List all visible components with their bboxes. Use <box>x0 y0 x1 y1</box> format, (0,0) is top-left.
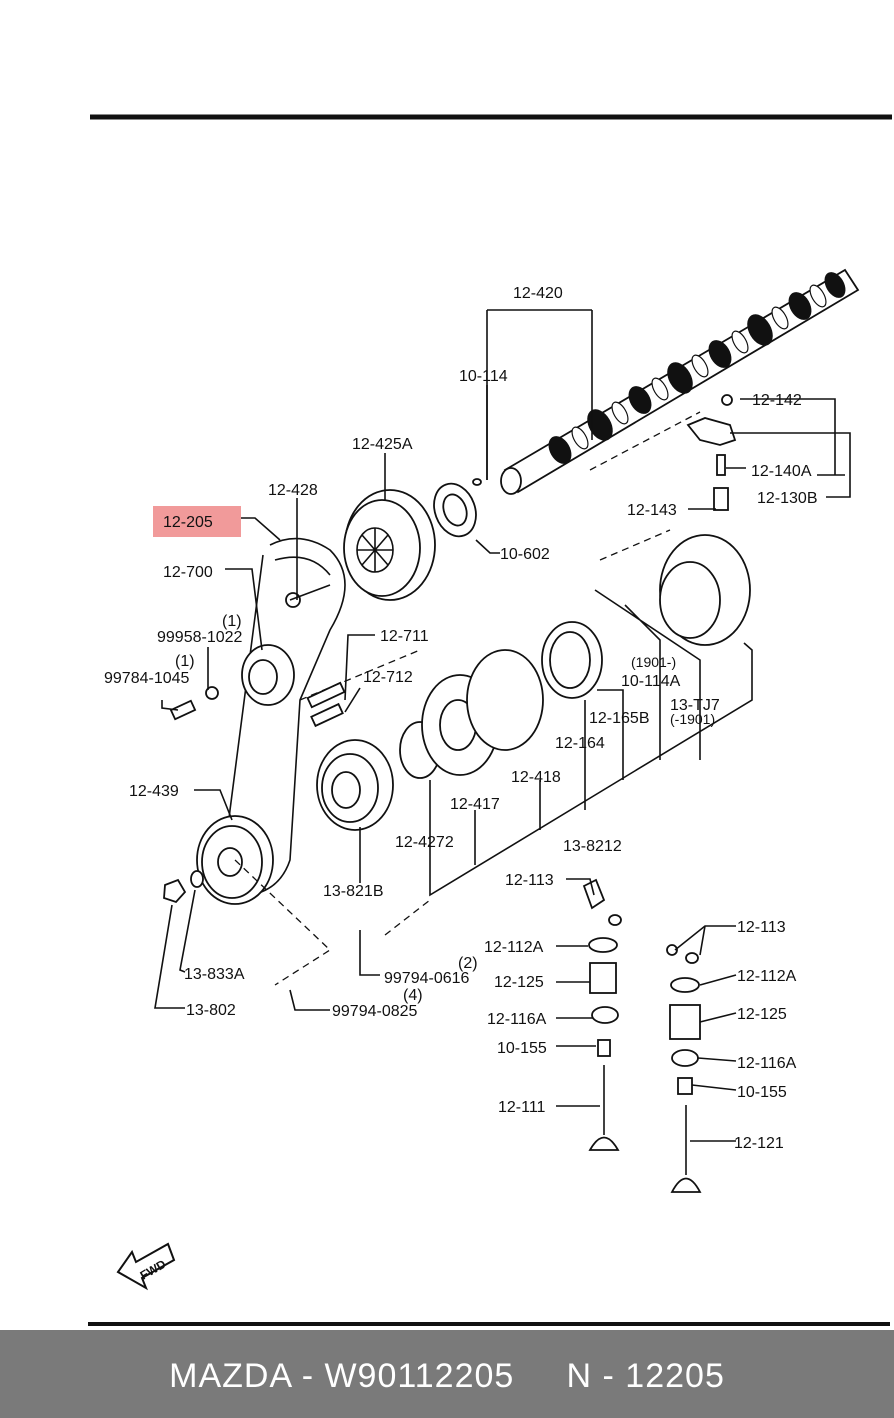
label-10-602: 10-602 <box>500 546 550 563</box>
label-12-165B: 12-165B <box>589 710 650 727</box>
label-13-833A: 13-833A <box>184 966 245 983</box>
label-12-164: 12-164 <box>555 735 605 752</box>
bolts-12-711-712 <box>169 681 346 728</box>
label-n1a: (1) <box>222 613 242 630</box>
leader-lines <box>154 309 851 1142</box>
crank-pulley-13-821B <box>316 739 394 831</box>
label-n2: (2) <box>458 955 478 972</box>
label-1901a: (1901-) <box>631 654 676 670</box>
label-12-428: 12-428 <box>268 482 318 499</box>
label-12-142: 12-142 <box>752 392 802 409</box>
highlight-box <box>153 506 241 537</box>
label-13-802: 13-802 <box>186 1002 236 1019</box>
label-10-114: 10-114 <box>459 368 508 385</box>
label-n1b: (1) <box>175 653 195 670</box>
cam-pulley-12-425A <box>343 489 436 601</box>
label-12-700: 12-700 <box>163 564 213 581</box>
footer-part-number: MAZDA - W90112205 N - 12205 <box>169 1357 725 1395</box>
camshaft-drawing <box>500 268 860 495</box>
label-13-TJ7: 13-TJ7 <box>670 697 720 714</box>
part-labels: 12-420 10-114 12-142 12-425A 12-140A 12-… <box>104 285 818 1152</box>
label-12-420: 12-420 <box>513 285 563 302</box>
label-12-205: 12-205 <box>163 514 213 531</box>
label-12-113b: 12-113 <box>737 919 786 936</box>
label-12-712: 12-712 <box>363 669 413 686</box>
label-99958-1022: 99958-1022 <box>157 629 243 646</box>
footer-bar <box>0 1330 894 1418</box>
label-12-130B: 12-130B <box>757 490 818 507</box>
label-99784-1045: 99784-1045 <box>104 670 190 687</box>
label-12-125b: 12-125 <box>737 1006 787 1023</box>
label-12-417: 12-417 <box>450 796 500 813</box>
label-12-711: 12-711 <box>380 628 429 645</box>
label-12-125a: 12-125 <box>494 974 544 991</box>
label-12-143: 12-143 <box>627 502 677 519</box>
fwd-arrow-icon: FWD <box>116 1242 176 1291</box>
label-10-155b: 10-155 <box>737 1084 787 1101</box>
label-12-116A-b: 12-116A <box>737 1055 797 1072</box>
label-n4: (4) <box>403 987 423 1004</box>
oil-seal-10-602 <box>433 478 482 538</box>
tensioner-12-700 <box>241 584 331 706</box>
label-12-4272: 12-4272 <box>395 834 454 851</box>
label-12-425A: 12-425A <box>352 436 413 453</box>
label-12-418: 12-418 <box>511 769 561 786</box>
label-12-112A-b: 12-112A <box>737 968 797 985</box>
label-13-8212: 13-8212 <box>563 838 622 855</box>
balancer-parts <box>399 534 751 779</box>
label-12-112A-a: 12-112A <box>484 939 544 956</box>
label-99794-0825: 99794-0825 <box>332 1003 418 1020</box>
label-1901b: (-1901) <box>670 711 715 727</box>
label-12-111: 12-111 <box>498 1099 546 1116</box>
label-12-113a: 12-113 <box>505 872 554 889</box>
label-12-140A: 12-140A <box>751 463 812 480</box>
label-10-114A: 10-114A <box>621 673 681 690</box>
label-10-155a: 10-155 <box>497 1040 547 1057</box>
rocker-parts <box>686 394 737 511</box>
label-12-116A-a: 12-116A <box>487 1011 547 1028</box>
label-13-821B: 13-821B <box>323 883 384 900</box>
label-12-121: 12-121 <box>734 1135 784 1152</box>
label-99794-0616: 99794-0616 <box>384 970 470 987</box>
valve-parts <box>582 878 702 1193</box>
crank-pulley-12-439 <box>163 815 274 905</box>
label-12-439: 12-439 <box>129 783 179 800</box>
